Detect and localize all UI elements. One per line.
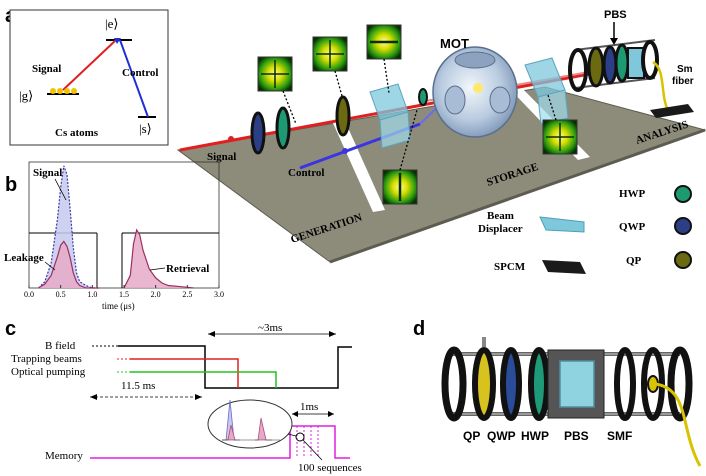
plot-b-xlabel: time (μs) [102,301,135,311]
smf-fiber [655,382,702,467]
legend-hwp-icon [674,185,692,203]
fiber-label-2: fiber [672,76,694,87]
spcm-detector [650,104,694,118]
trapping-label: Trapping beams [11,353,82,365]
fiber-mount [441,337,702,467]
x-tick-label: 2.5 [182,290,192,299]
mot-label: MOT [440,36,469,51]
plot-b-signal-label: Signal [33,167,62,179]
trapping-trace [130,358,239,388]
x-tick-label: 0.0 [24,290,34,299]
legend-beam-displacer-1: Beam [487,210,514,222]
panel-label-c: c [5,318,16,340]
sequences-label: 100 sequences [298,462,362,474]
panel-label-d: d [413,318,425,340]
legend-spcm-shape [542,260,586,274]
beam-displacer-2-face [537,89,569,125]
x-tick-label: 0.5 [56,290,66,299]
hwp-plate-mot [418,88,428,106]
panel-label-b: b [5,174,17,196]
legend-beam-displacer-shape [539,216,585,233]
timing-diagram: B field Trapping beams Optical pumping M… [11,322,362,474]
t-11ms-label: 11.5 ms [121,380,155,392]
series-line-leakage [38,240,99,289]
t-3ms-label: ~3ms [258,322,282,334]
control-dot [342,148,348,154]
series-area-leakage [38,241,99,288]
legend-qp-icon [674,251,692,269]
level-control-label: Control [122,67,158,79]
control-transition [119,39,149,118]
optical-pumping-label: Optical pumping [11,366,86,378]
state-e-label: |e⟩ [105,16,118,31]
mount-label-qp: QP [463,429,480,443]
hwp-element [528,347,550,421]
legend-spcm-label: SPCM [494,261,526,273]
beam-displacer-1-face [379,111,411,149]
legend-qwp-icon [674,217,692,235]
legend-hwp-label: HWP [619,188,646,200]
level-diagram-box [9,9,169,146]
mot-port-right [489,86,511,114]
plot-b-leakage-label: Leakage [4,252,44,264]
optical-pumping-trace [130,371,277,388]
signal-beam-label: Signal [207,151,236,163]
mot-port-top [454,51,496,69]
fiber-label-1: Sm [677,64,693,75]
memory-label: Memory [45,450,83,462]
series-line-signal [38,165,99,289]
beam-patterns [257,24,578,205]
atom-cloud [473,83,483,93]
legend-qp-label: QP [626,255,642,267]
memory-trace [90,425,350,459]
qwp-plate-1 [250,111,266,155]
x-tick-label: 1.0 [87,290,97,299]
t-1ms-label: 1ms [300,401,318,413]
pbs-element [559,360,595,408]
qp-plate-1 [335,95,351,137]
mount-label-pbs: PBS [564,429,589,443]
sm-fiber [652,60,670,111]
x-tick-label: 1.5 [119,290,129,299]
analysis-cage [568,39,659,92]
plot-b: 0.0 0.5 1.0 1.5 2.0 2.5 3.0 Signal Leakage Ret… [4,161,224,311]
pbs-label: PBS [604,9,627,21]
state-g-label: |g⟩ [19,88,33,103]
legend-qwp-label: QWP [619,221,646,233]
signal-transition [62,39,117,91]
qwp-element [500,347,522,421]
legend-beam-displacer-2: Displacer [478,223,523,235]
control-beam-label: Control [288,167,324,179]
x-tick-label: 2.0 [151,290,161,299]
mount-label-smf: SMF [607,429,632,443]
legend: Beam Displacer SPCM HWP QWP QP [478,185,692,274]
mount-label-hwp: HWP [521,429,549,443]
signal-dot [228,136,234,142]
b-field-trace [118,345,352,389]
b-field-label: B field [45,340,76,352]
hwp-plate-1 [275,106,291,150]
plot-b-retrieval-label: Retrieval [166,263,209,275]
zoom-inset [207,399,293,449]
level-signal-label: Signal [32,63,61,75]
series-line-retrieval [123,228,194,289]
state-s-label: |s⟩ [139,121,152,136]
qp-element [472,347,496,421]
series-area-signal [38,165,99,288]
atoms-label: Cs atoms [55,127,99,139]
x-tick-label: 3.0 [214,290,224,299]
atom-dot [50,88,56,94]
mot-port-left [444,85,466,115]
mount-label-qwp: QWP [487,429,516,443]
pattern-leaders [282,58,557,171]
table-edge [329,128,706,264]
